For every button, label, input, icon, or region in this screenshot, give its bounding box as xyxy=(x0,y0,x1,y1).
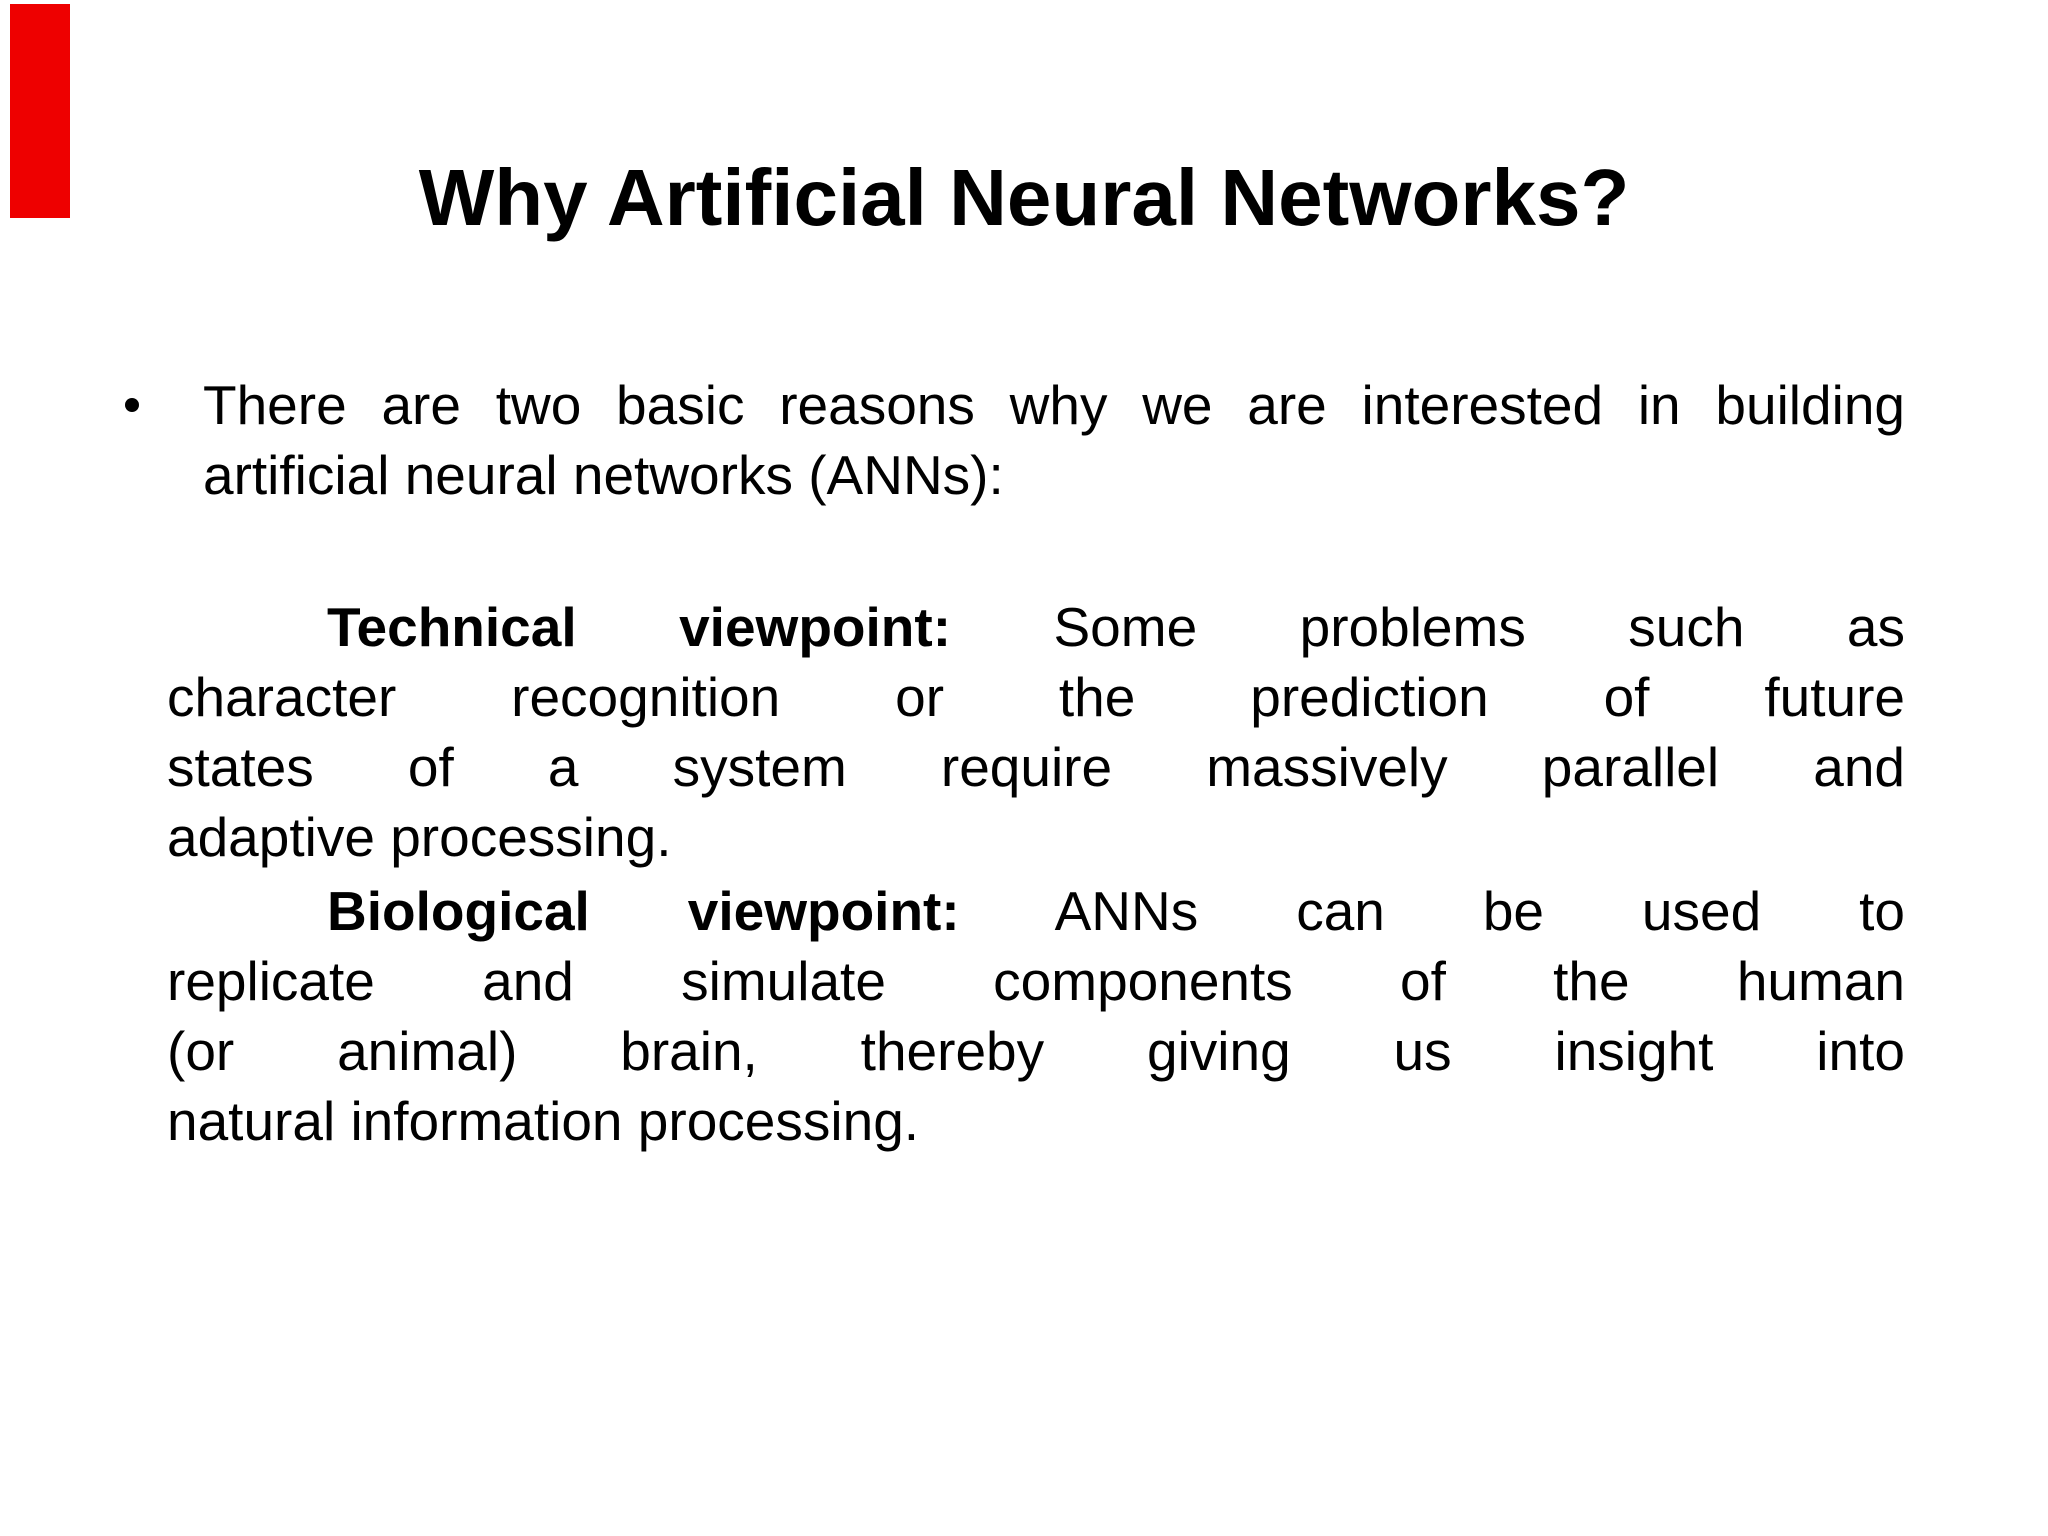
slide-title: Why Artificial Neural Networks? xyxy=(418,153,1630,242)
red-accent-bar xyxy=(10,4,70,218)
bullet-line-1: There are two basic reasons why we are i… xyxy=(203,374,1905,436)
technical-paragraph-line-2: character recognition or the prediction … xyxy=(167,666,1905,728)
technical-paragraph-line-1: Technical viewpoint: Some problems such … xyxy=(167,592,1905,662)
bullet-item: There are two basic reasons why we are i… xyxy=(203,370,1905,510)
paragraph-technical-viewpoint: Technical viewpoint: Some problems such … xyxy=(167,592,1905,872)
biological-viewpoint-lead: Biological viewpoint: xyxy=(327,880,960,942)
bullet-line-2: artificial neural networks (ANNs): xyxy=(203,444,1004,506)
bullet-marker-icon xyxy=(125,398,139,412)
biological-paragraph-line-2: replicate and simulate components of the… xyxy=(167,950,1905,1012)
biological-paragraph-line-1: Biological viewpoint: ANNs can be used t… xyxy=(167,876,1905,946)
technical-paragraph-line-1-rest: Some problems such as xyxy=(1053,596,1906,658)
biological-paragraph-line-4: natural information processing. xyxy=(167,1090,920,1152)
technical-viewpoint-lead: Technical viewpoint: xyxy=(327,596,952,658)
technical-paragraph-line-4: adaptive processing. xyxy=(167,806,672,868)
biological-paragraph-line-3: (or animal) brain, thereby giving us ins… xyxy=(167,1020,1905,1082)
paragraph-biological-viewpoint: Biological viewpoint: ANNs can be used t… xyxy=(167,876,1905,1156)
biological-paragraph-line-1-rest: ANNs can be used to xyxy=(1054,880,1906,942)
technical-paragraph-line-3: states of a system require massively par… xyxy=(167,736,1905,798)
